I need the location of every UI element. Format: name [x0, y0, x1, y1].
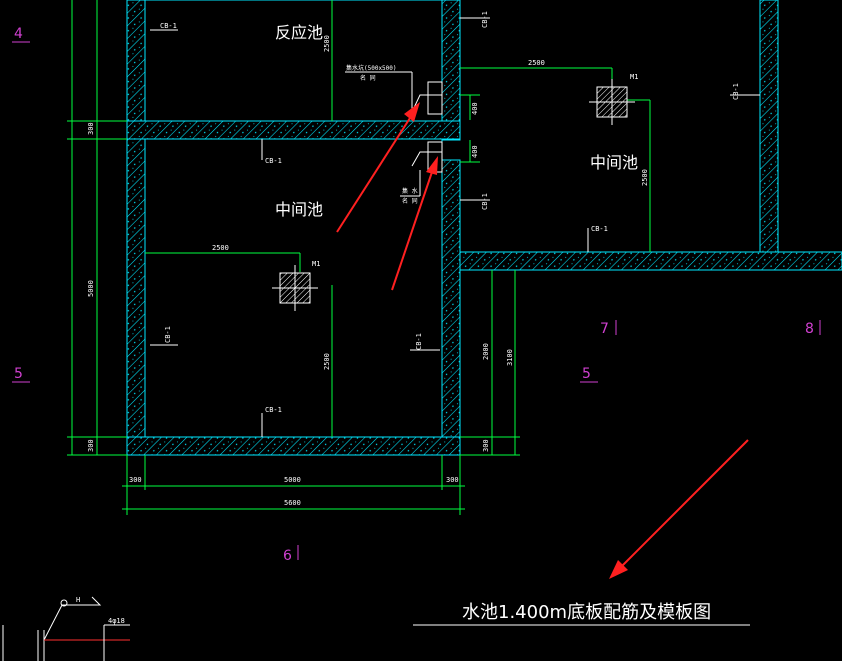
- column-m1-right: [589, 79, 635, 125]
- note-opening-bottom-sub: 名 同: [402, 197, 418, 205]
- wall-bottom-left: [126, 436, 461, 456]
- room-middle-right-label: 中间池: [590, 153, 638, 172]
- column-m1-left: [272, 265, 318, 311]
- dim-text: 400: [471, 102, 479, 115]
- annotation-arrows: [336, 102, 749, 579]
- wall-right-bottom: [459, 251, 842, 271]
- wall-horizontal-middle: [126, 120, 461, 140]
- dim-text: 2500: [212, 244, 229, 252]
- dim-text: 5000: [284, 476, 301, 484]
- column-tag-m1-right: M1: [630, 73, 638, 81]
- dim-text: 300: [87, 439, 95, 452]
- rebar-tag: CB-1: [732, 83, 740, 100]
- dim-text: 2500: [528, 59, 545, 67]
- dim-text: 3100: [506, 349, 514, 366]
- dim-text: 300: [482, 439, 490, 452]
- rebar-tag: CB-1: [265, 157, 282, 165]
- column-tag-m1-left: M1: [312, 260, 320, 268]
- rebar-tag: CB-1: [265, 406, 282, 414]
- room-middle-left-label: 中间池: [275, 200, 323, 219]
- dimension-texts: 300 5000 300 300 5000 300 5600 2500 2500…: [87, 35, 649, 507]
- arrow-3-head: [609, 560, 628, 579]
- dim-text: 2500: [323, 353, 331, 370]
- arrow-1: [336, 117, 411, 233]
- wall-left: [126, 0, 146, 456]
- dim-text: 300: [446, 476, 459, 484]
- drawing-title: 水池1.400m底板配筋及模板图: [462, 602, 711, 623]
- axis-label-8: 8: [805, 321, 814, 337]
- arrow-1-head: [404, 102, 420, 122]
- tag-leaders: [150, 17, 760, 437]
- rebar-tag: CB-1: [164, 326, 172, 343]
- note-opening-bottom: 集 水: [402, 187, 418, 195]
- detail-label-h: H: [76, 596, 80, 604]
- rebar-tag: CB-1: [415, 333, 423, 350]
- dim-text: 5600: [284, 499, 301, 507]
- wall-mid-vertical-bottom: [441, 159, 461, 456]
- arrow-2: [391, 171, 433, 291]
- dim-text: 300: [87, 122, 95, 135]
- wall-mid-vertical-top: [441, 0, 461, 141]
- axis-label-5-left: 5: [14, 366, 23, 382]
- dim-text: 300: [129, 476, 142, 484]
- rebar-tag: CB-1: [481, 11, 489, 28]
- rebar-tag: CB-1: [160, 22, 177, 30]
- dim-text: 400: [471, 145, 479, 158]
- dimension-lines: [67, 0, 651, 515]
- axis-label-4: 4: [14, 26, 23, 42]
- room-reaction-label: 反应池: [275, 23, 323, 42]
- arrow-3: [621, 439, 749, 567]
- axis-labels: 4 5 5 6 7 8: [12, 26, 821, 564]
- arrow-2-head: [426, 156, 438, 175]
- detail-label-rebar: 4φ18: [108, 617, 125, 625]
- rebar-tag: CB-1: [591, 225, 608, 233]
- wall-right-vertical: [759, 0, 779, 253]
- axis-label-5-right: 5: [582, 366, 591, 382]
- dim-text: 5000: [87, 280, 95, 297]
- dim-text: 2500: [323, 35, 331, 52]
- rebar-tag: CB-1: [481, 193, 489, 210]
- axis-label-7: 7: [600, 321, 609, 337]
- axis-label-6: 6: [283, 548, 292, 564]
- walls: [126, 0, 842, 456]
- rebar-tags: CB-1 CB-1 CB-1 CB-1 CB-1 CB-1 CB-1 CB-1 …: [160, 11, 740, 414]
- wall-openings: [411, 81, 443, 173]
- detail-fragment: H 4φ18: [2, 596, 130, 661]
- dim-text: 2000: [482, 343, 490, 360]
- note-opening-top: 集水坑(500x500): [346, 64, 397, 72]
- note-opening-top-sub: 名 同: [360, 74, 376, 82]
- dim-text: 2500: [641, 169, 649, 186]
